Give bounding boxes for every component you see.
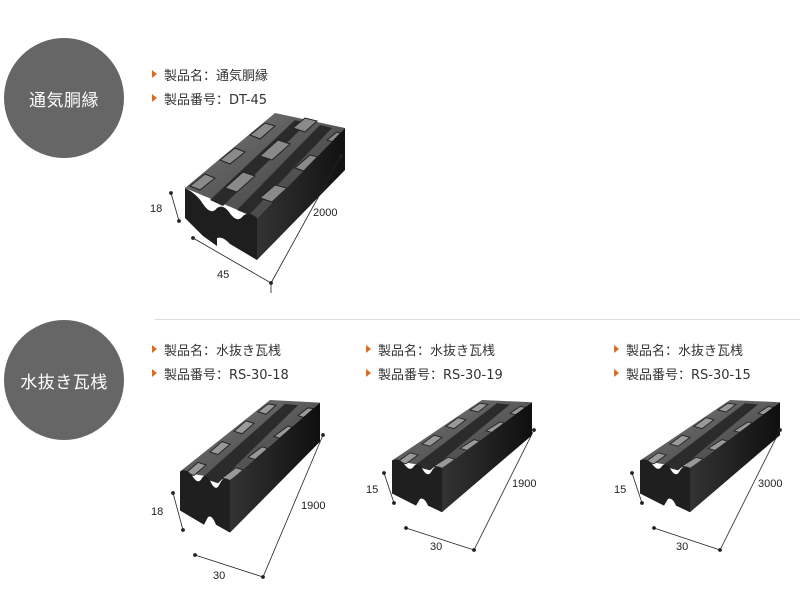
product-info: 製品名：水抜き瓦桟 製品番号：RS-30-18: [152, 337, 289, 385]
category-badge-tsuuki-doubuchi: 通気胴縁: [4, 38, 124, 158]
dim-width: 30: [213, 570, 225, 582]
category-label: 通気胴縁: [29, 90, 99, 111]
product-name: 製品名：水抜き瓦桟: [164, 343, 282, 359]
section-divider: [155, 319, 800, 320]
product-number: 製品番号：DT-45: [164, 92, 267, 108]
dim-height: 18: [151, 506, 163, 518]
dim-width: 30: [676, 541, 688, 553]
product-name: 製品名：水抜き瓦桟: [378, 343, 496, 359]
dim-length: 3000: [758, 478, 782, 490]
dim-height: 15: [366, 484, 378, 496]
product-name: 製品名：通気胴縁: [164, 68, 269, 84]
product-number: 製品番号：RS-30-19: [378, 367, 503, 383]
bullet-arrow-icon: [152, 369, 157, 377]
bullet-arrow-icon: [366, 369, 371, 377]
product-number: 製品番号：RS-30-15: [626, 367, 751, 383]
dim-width: 30: [430, 541, 442, 553]
dim-length: 1900: [512, 478, 536, 490]
product-name: 製品名：水抜き瓦桟: [626, 343, 744, 359]
product-info: 製品名：水抜き瓦桟 製品番号：RS-30-15: [614, 337, 751, 385]
product-image-rs-30-19: 15 30 1900: [366, 399, 536, 553]
product-image-rs-30-18: 18 30 1900: [151, 399, 325, 582]
category-label: 水抜き瓦桟: [20, 372, 108, 393]
bullet-arrow-icon: [152, 94, 157, 102]
bullet-arrow-icon: [152, 345, 157, 353]
dim-height: 18: [150, 203, 162, 215]
bullet-arrow-icon: [152, 70, 157, 78]
product-image-dt-45: 18 45 2000: [150, 113, 345, 293]
bullet-arrow-icon: [614, 369, 619, 377]
product-number: 製品番号：RS-30-18: [164, 367, 289, 383]
product-image-rs-30-15: 15 30 3000: [614, 399, 782, 553]
dim-length: 2000: [313, 207, 337, 219]
bullet-arrow-icon: [366, 345, 371, 353]
category-badge-mizunuki-kawarazan: 水抜き瓦桟: [4, 320, 124, 440]
dim-width: 45: [217, 269, 229, 281]
dim-height: 15: [614, 484, 626, 496]
dim-length: 1900: [301, 500, 325, 512]
product-info: 製品名：通気胴縁 製品番号：DT-45: [152, 62, 268, 110]
bullet-arrow-icon: [614, 345, 619, 353]
product-info: 製品名：水抜き瓦桟 製品番号：RS-30-19: [366, 337, 503, 385]
